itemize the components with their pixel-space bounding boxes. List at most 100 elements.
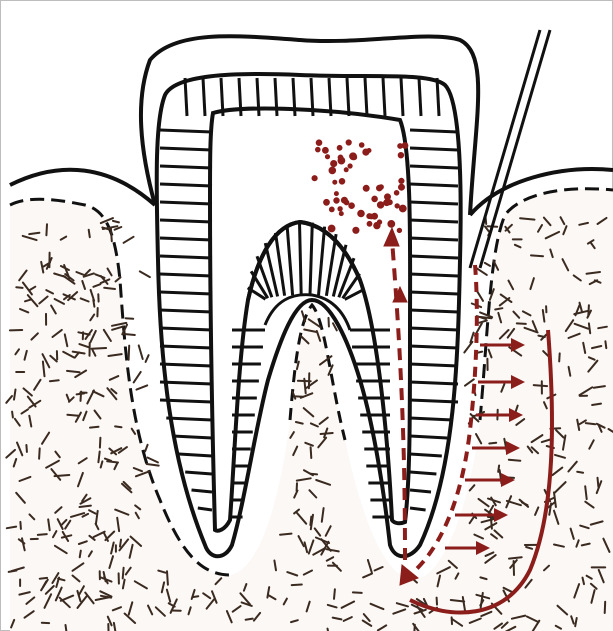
bone-hatch-stroke [90,427,99,428]
tubule-line [410,130,458,132]
tubule-line [410,292,458,294]
tubule-line [419,78,421,116]
bone-hatch-stroke [334,589,335,599]
bone-hatch-stroke [115,426,121,427]
bacteria-dot [398,153,403,158]
bone-hatch-stroke [107,461,118,462]
tubule-line [275,78,277,116]
tubule-line [166,418,212,420]
bacteria-dot [338,207,342,211]
tubule-line [383,78,385,116]
bacteria-dot [316,147,321,152]
bacteria-dot [363,149,369,155]
bone-hatch-stroke [481,317,492,318]
bacteria-dot [399,184,405,190]
bone-hatch-stroke [246,619,253,620]
bone-hatch-stroke [559,353,560,361]
tubule-line [410,148,458,150]
tubule-line [179,454,212,456]
tubule-line [401,78,403,116]
bone-hatch-stroke [134,372,141,383]
tubule-line [192,490,213,492]
tubule-line [239,78,241,116]
tubule-line [160,346,212,348]
bone-hatch-stroke [321,433,333,434]
bone-hatch-stroke [414,625,415,631]
bacteria-dot [385,194,391,200]
bacteria-dot [353,227,359,233]
bone-hatch-stroke [598,478,599,487]
tubule-line [221,78,223,116]
bacteria-dot [329,167,336,174]
bone-hatch-stroke [98,452,99,463]
tubule-line [160,130,212,132]
bone-hatch-stroke [20,522,21,529]
bone-hatch-stroke [40,578,47,579]
bone-hatch-stroke [280,534,292,535]
bacteria-dot [358,210,365,217]
tubule-line [437,78,439,116]
tubule-line [160,202,212,204]
bacteria-dot [337,145,342,150]
tubule-line [410,490,431,492]
bone-hatch-stroke [89,230,90,238]
bacteria-dot [367,221,372,226]
bacteria-dot [344,168,348,172]
bone-hatch-stroke [92,348,107,349]
tubule-line [365,78,367,116]
tubule-line [160,274,212,276]
tubule-line [410,238,458,240]
bacteria-dot [374,222,380,228]
bone-hatch-stroke [167,571,168,584]
bacteria-dot [338,155,343,160]
bone-hatch-stroke [586,423,595,424]
bone-hatch-stroke [479,321,486,323]
bone-hatch-stroke [16,287,22,288]
bone-hatch-stroke [123,568,124,579]
bone-hatch-stroke [310,517,311,526]
bone-hatch-stroke [577,472,583,473]
bone-hatch-stroke [80,551,81,558]
tubule-line [257,78,259,116]
bone-hatch-stroke [29,233,39,234]
tubule-line [160,220,212,222]
bone-hatch-stroke [148,458,158,463]
tubule-line [410,184,458,186]
tubule-line [410,256,458,258]
tubule-line [410,328,458,330]
bacteria-dot [395,204,399,208]
bone-hatch-stroke [304,379,305,394]
bone-hatch-stroke [534,385,547,386]
tubule-line [410,364,458,366]
tubule-line [410,436,447,438]
bone-hatch-stroke [146,355,149,362]
tubule-line [160,364,212,366]
tubule-line [185,78,187,116]
bone-hatch-stroke [509,557,522,558]
bone-hatch-stroke [26,445,27,452]
bacteria-dot [329,207,334,212]
bacteria-dot [399,178,404,183]
bacteria-dot [334,192,338,196]
tubule-line [185,472,212,474]
tubule-line [410,274,458,276]
bone-hatch-stroke [605,341,606,348]
tubule-line [410,400,458,402]
bone-hatch-stroke [139,345,143,359]
tubule-line [173,436,212,438]
tubule-line [410,454,442,456]
bone-hatch-stroke [605,602,606,613]
tubule-line [410,418,453,420]
bone-hatch-stroke [113,221,119,223]
bone-hatch-stroke [80,506,91,507]
bone-hatch-stroke [353,592,362,593]
bone-hatch-stroke [123,334,134,335]
bone-hatch-stroke [147,464,159,466]
bacteria-dot [346,140,351,145]
tubule-line [347,78,349,116]
bacteria-dot [372,196,378,202]
tubule-line [410,202,458,204]
bacteria-dot [348,164,352,168]
